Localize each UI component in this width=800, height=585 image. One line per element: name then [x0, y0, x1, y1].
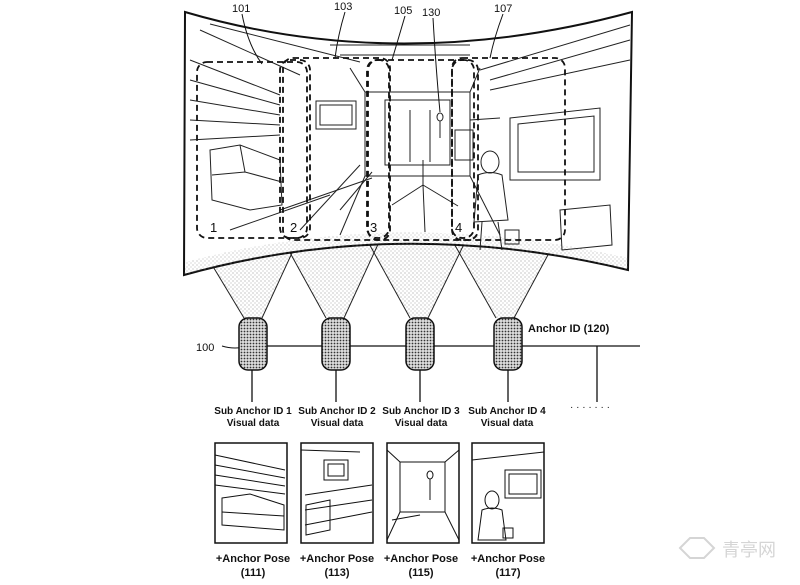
anchor-ellipsis: · · · · · · ·: [570, 402, 610, 413]
region-box-2: [282, 57, 391, 241]
anchor-node-1: [238, 317, 268, 371]
pose-ref-3: (115): [408, 567, 433, 579]
region-number-4: 4: [455, 220, 462, 235]
sub-anchor-caption-1: Visual data: [227, 418, 280, 429]
cone-3: [367, 240, 466, 318]
sub-anchor-caption-3: Visual data: [395, 418, 448, 429]
interior-scene: [189, 23, 631, 251]
region-box-4: [451, 57, 566, 241]
thumbnail-2: [300, 442, 374, 544]
region-box-inner-2: [279, 59, 311, 239]
sub-anchor-title-1: Sub Anchor ID 1: [214, 406, 292, 417]
ref-103: 103: [334, 1, 352, 13]
region-number-3: 3: [370, 220, 377, 235]
thumbnail-1: [214, 442, 288, 544]
region-boxes: [196, 57, 566, 241]
watermark: 青亭网: [678, 537, 776, 561]
region-box-inner-3: [366, 59, 390, 239]
thumbnail-4: [471, 442, 545, 544]
region-number-2: 2: [290, 220, 297, 235]
watermark-text: 青亭网: [722, 540, 776, 561]
watermark-logo-icon: [678, 537, 716, 559]
pose-ref-1: (111): [241, 567, 266, 579]
anchor-node-2: [321, 317, 351, 371]
sub-anchor-title-4: Sub Anchor ID 4: [468, 406, 546, 417]
anchor-node-3: [405, 317, 435, 371]
sub-anchor-title-3: Sub Anchor ID 3: [382, 406, 460, 417]
pose-label-1: +Anchor Pose: [216, 553, 290, 565]
cone-4: [452, 240, 556, 318]
sub-anchor-title-2: Sub Anchor ID 2: [298, 406, 376, 417]
pose-label-3: +Anchor Pose: [384, 553, 458, 565]
cone-2: [283, 240, 380, 318]
ref-105: 105: [394, 5, 412, 17]
pose-label-4: +Anchor Pose: [471, 553, 545, 565]
pose-label-2: +Anchor Pose: [300, 553, 374, 565]
leader-lines: [221, 11, 504, 349]
sub-anchor-caption-2: Visual data: [311, 418, 364, 429]
ref-101: 101: [232, 3, 250, 15]
pose-ref-2: (113): [324, 567, 349, 579]
sub-anchor-caption-4: Visual data: [481, 418, 534, 429]
thumbnail-3: [386, 442, 460, 544]
panorama-panel: 1 2 3 4: [182, 10, 634, 277]
anchor-nodes: [238, 317, 523, 371]
region-box-3: [367, 59, 479, 241]
ref-130: 130: [422, 7, 440, 19]
region-box-1: [196, 61, 308, 239]
pose-ref-4: (117): [495, 567, 520, 579]
region-number-1: 1: [210, 220, 217, 235]
ref-107: 107: [494, 3, 512, 15]
ref-100: 100: [196, 342, 214, 354]
region-box-inner-4: [451, 59, 475, 239]
anchor-timeline: [248, 345, 640, 402]
anchor-node-4: [493, 317, 523, 371]
anchor-id-label: Anchor ID (120): [528, 323, 610, 335]
